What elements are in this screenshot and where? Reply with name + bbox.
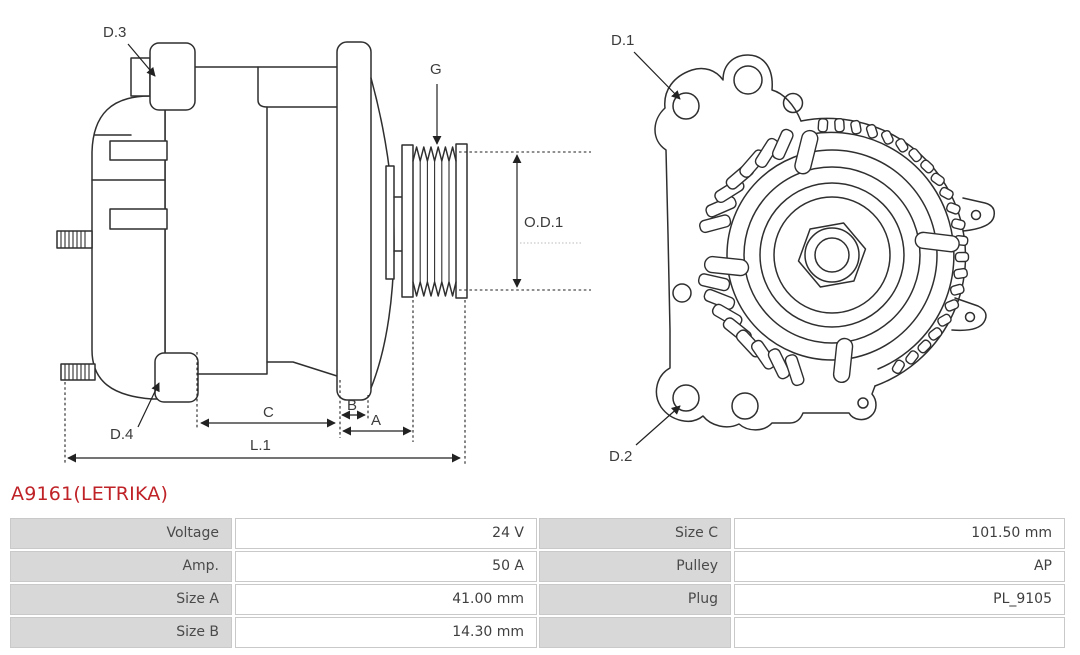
table-row: Size B 14.30 mm bbox=[10, 617, 537, 648]
dim-label-g: G bbox=[430, 61, 442, 78]
spec-value: 101.50 mm bbox=[734, 518, 1065, 549]
spec-label: Pulley bbox=[539, 551, 731, 582]
table-row: Voltage 24 V bbox=[10, 518, 537, 549]
dim-label-od1: O.D.1 bbox=[524, 214, 563, 231]
table-row: Size A 41.00 mm bbox=[10, 584, 537, 615]
rear-terminal-block bbox=[109, 208, 168, 230]
spec-label: Size C bbox=[539, 518, 731, 549]
dim-label-l1: L.1 bbox=[250, 437, 271, 454]
spec-table-left: Voltage 24 V Amp. 50 A Size A 41.00 mm S… bbox=[10, 518, 537, 650]
front-bracket-flange bbox=[336, 41, 372, 401]
rear-plug bbox=[109, 140, 168, 161]
spec-label: Size B bbox=[10, 617, 232, 648]
spec-label: Amp. bbox=[10, 551, 232, 582]
pulley bbox=[401, 143, 468, 299]
spec-table: Voltage 24 V Amp. 50 A Size A 41.00 mm S… bbox=[10, 518, 1070, 650]
mounting-hole-d2 bbox=[672, 384, 700, 412]
spec-label: Plug bbox=[539, 584, 731, 615]
spec-label bbox=[539, 617, 731, 648]
table-row: Size C 101.50 mm bbox=[537, 518, 1065, 549]
terminal-stud bbox=[60, 363, 96, 381]
ring-teeth bbox=[817, 117, 970, 375]
table-row: Amp. 50 A bbox=[10, 551, 537, 582]
pulley-spokes bbox=[703, 129, 960, 384]
technical-drawings: O.D.1 G D.3 D.4 C B A L.1 bbox=[56, 24, 996, 465]
spec-value: 50 A bbox=[235, 551, 537, 582]
table-row: Pulley AP bbox=[537, 551, 1065, 582]
dim-label-d3: D.3 bbox=[103, 24, 126, 41]
spec-value bbox=[734, 617, 1065, 648]
side-view-dimensions: O.D.1 G D.3 D.4 C B A L.1 bbox=[64, 24, 591, 465]
spec-value: 24 V bbox=[235, 518, 537, 549]
shaft-nut bbox=[797, 222, 867, 288]
terminal-stud bbox=[56, 230, 93, 249]
table-row: Plug PL_9105 bbox=[537, 584, 1065, 615]
table-row bbox=[537, 617, 1065, 648]
rear-lug bbox=[130, 57, 151, 97]
dim-label-a: A bbox=[371, 412, 381, 429]
spec-table-right: Size C 101.50 mm Pulley AP Plug PL_9105 bbox=[537, 518, 1065, 650]
front-view-diagram: D.1 D.2 bbox=[609, 32, 996, 465]
dim-label-d4: D.4 bbox=[110, 426, 133, 443]
spec-label: Size A bbox=[10, 584, 232, 615]
vent-slots bbox=[697, 128, 805, 387]
top-mounting-lug bbox=[149, 42, 196, 111]
bottom-mounting-lug bbox=[154, 352, 199, 403]
mounting-hole-d1 bbox=[672, 92, 700, 120]
spec-value: 14.30 mm bbox=[235, 617, 537, 648]
mounting-bracket-outline bbox=[654, 54, 877, 431]
spec-value: PL_9105 bbox=[734, 584, 1065, 615]
spec-label: Voltage bbox=[10, 518, 232, 549]
dim-label-b: B bbox=[347, 397, 357, 414]
dim-label-d2: D.2 bbox=[609, 448, 632, 465]
spec-value: AP bbox=[734, 551, 1065, 582]
spec-value: 41.00 mm bbox=[235, 584, 537, 615]
dim-label-d1: D.1 bbox=[611, 32, 634, 49]
product-code: A9161(LETRIKA) bbox=[11, 483, 169, 505]
dim-label-c: C bbox=[263, 404, 274, 421]
side-view-diagram: O.D.1 G D.3 D.4 C B A L.1 bbox=[56, 24, 591, 465]
